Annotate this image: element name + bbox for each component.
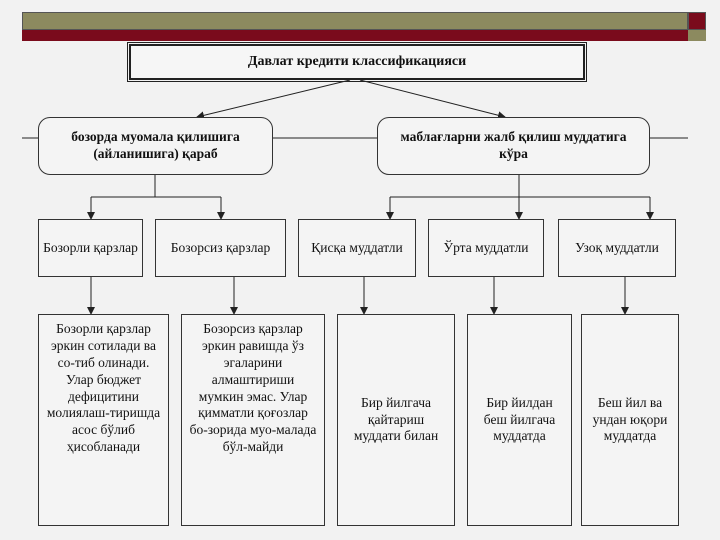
type-label: Узоқ муддатли (575, 239, 659, 255)
header-band-olive (22, 12, 688, 30)
description-text: Бир йилгача қайтариш муддати билан (353, 394, 439, 444)
type-label: Ўрта муддатли (443, 239, 529, 255)
description-short-term: Бир йилгача қайтариш муддати билан (337, 314, 455, 526)
type-market-loans: Бозорли қарзлар (38, 219, 143, 277)
description-non-market-loans: Бозорсиз қарзлар эркин равишда ўз эгалар… (181, 314, 325, 526)
arrow-title-to-left (196, 79, 351, 120)
diagram-title-text: Давлат кредити классификацияси (247, 54, 467, 70)
arrow-title-to-right (359, 79, 506, 120)
category-label: бозорда муомала қилишига (айланишига) қа… (71, 129, 240, 161)
description-text: Беш йил ва ундан юқори муддатда (592, 394, 668, 444)
description-medium-term: Бир йилдан беш йилгача муддатда (467, 314, 572, 526)
header-square-olive (688, 30, 706, 41)
type-label: Бозорли қарзлар (43, 239, 138, 255)
diagram-title: Давлат кредити классификацияси (127, 42, 587, 82)
type-long-term: Узоқ муддатли (558, 219, 676, 277)
type-label: Бозорсиз қарзлар (170, 239, 271, 255)
description-text: Бозорли қарзлар эркин сотилади ва со-тиб… (46, 321, 161, 455)
type-non-market-loans: Бозорсиз қарзлар (155, 219, 286, 277)
type-label: Қисқа муддатли (311, 239, 403, 255)
description-long-term: Беш йил ва ундан юқори муддатда (581, 314, 679, 526)
category-market-circulation: бозорда муомала қилишига (айланишига) қа… (38, 117, 273, 175)
description-market-loans: Бозорли қарзлар эркин сотилади ва со-тиб… (38, 314, 169, 526)
header-band-red (22, 30, 688, 41)
header-square-red (688, 12, 706, 30)
type-short-term: Қисқа муддатли (298, 219, 416, 277)
category-label: маблағларни жалб қилиш муддатига кўра (400, 129, 627, 161)
description-text: Бозорсиз қарзлар эркин равишда ўз эгалар… (189, 321, 317, 455)
category-attraction-term: маблағларни жалб қилиш муддатига кўра (377, 117, 650, 175)
description-text: Бир йилдан беш йилгача муддатда (483, 394, 556, 444)
type-medium-term: Ўрта муддатли (428, 219, 544, 277)
